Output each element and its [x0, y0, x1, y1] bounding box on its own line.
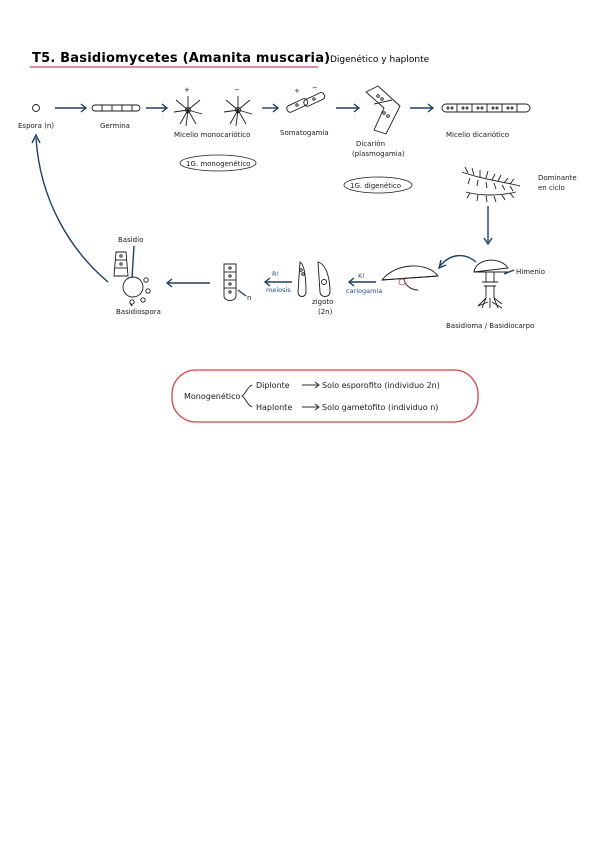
label-micelio-mono: Micelio monocariótico	[174, 131, 250, 139]
label-cariogamia: cariogamia	[346, 287, 382, 295]
hymenium-highlight	[398, 278, 406, 286]
label-zigoto-2n: (2n)	[318, 308, 333, 316]
label-dicarion: Dicarión	[356, 140, 385, 148]
arrow-basidioma-cap	[439, 255, 477, 267]
summary-box	[171, 369, 479, 423]
label-basidiospora: Basidiospora	[116, 308, 161, 316]
page-title: T5. Basidiomycetes (Amanita muscaria)	[32, 51, 330, 66]
pointer-basidio	[131, 245, 135, 279]
dikaryotic-hypha-icon	[441, 103, 531, 113]
arrowhead-basidium-basidiospore	[165, 278, 173, 288]
basidium-spores-icon	[113, 251, 151, 305]
label-basidioma: Basidioma / Basidiocarpo	[446, 322, 534, 330]
summary-haplonte-desc: Solo gametofito (individuo n)	[322, 403, 438, 412]
dominant-mycelium-icon	[461, 166, 521, 203]
spore-icon	[32, 104, 40, 112]
label-dominante-1: Dominante	[538, 174, 577, 182]
pointer-basidiospora	[129, 302, 133, 307]
label-k: K!	[358, 272, 365, 280]
arrowhead-spore-germina	[80, 103, 88, 113]
summary-diplonte-desc: Solo esporofito (individuo 2n)	[322, 381, 440, 390]
summary-monogenetico: Monogenético	[184, 391, 241, 401]
svg-text:+: +	[294, 87, 300, 95]
arrow-return-spore	[35, 137, 109, 283]
label-r: R!	[272, 270, 279, 278]
arrowhead-germina-micelio	[161, 103, 169, 113]
arrowhead-haplonte	[314, 403, 320, 411]
label-espora: Espora (n)	[18, 122, 54, 130]
label-germina: Germina	[100, 122, 130, 130]
label-zigoto: zigoto	[312, 298, 333, 306]
label-meiosis: meiosis	[266, 286, 291, 294]
open-cap-icon	[381, 265, 439, 291]
arrowhead-zigoto-meiosis	[263, 277, 271, 287]
arrowhead-micelio-somatogamia	[272, 103, 280, 113]
summary-haplonte: Haplonte	[256, 403, 292, 412]
summary-diplonte: Diplonte	[256, 381, 290, 390]
pointer-n	[237, 289, 247, 297]
arrow-himenio	[503, 269, 515, 275]
mycelium-plus-icon: +	[173, 86, 203, 127]
arrowhead-basidioma-cap	[437, 259, 447, 270]
label-basidio: Basidio	[118, 236, 143, 244]
somatogamy-icon: + −	[286, 84, 326, 113]
label-plasmogamia: (plasmogamia)	[352, 150, 405, 158]
label-somatogamia: Somatogamia	[280, 129, 329, 137]
arrowhead-diplonte	[314, 381, 320, 389]
label-himenio: Himenio	[516, 268, 545, 276]
dikaryon-icon	[365, 85, 401, 135]
arrowhead-mycelium-basidioma	[483, 237, 493, 246]
germinating-hypha-icon	[91, 104, 141, 112]
summary-brace	[240, 384, 253, 408]
label-micelio-di: Micelio dicariótico	[446, 131, 509, 139]
title-separator: :	[320, 55, 323, 65]
page-subtitle: Digenético y haplonte	[330, 54, 430, 65]
svg-text:−: −	[234, 86, 240, 94]
arrowhead-cap-cariogamia	[347, 277, 355, 287]
meiosis-basidium-icon	[223, 263, 237, 301]
svg-text:+: +	[184, 86, 190, 94]
label-gen-di: 1G. digenético	[350, 182, 401, 190]
label-n: n	[247, 294, 251, 302]
zygote-basidia-icon	[297, 261, 331, 297]
svg-text:−: −	[312, 84, 318, 92]
label-dominante-2: en ciclo	[538, 184, 565, 192]
pill-monogenetico	[179, 154, 257, 172]
arrowhead-dicarion-micelio-di	[427, 103, 435, 113]
pill-digenetico	[343, 176, 413, 194]
basidiocarp-mushroom-icon	[473, 259, 509, 309]
label-gen-mono: 1G. monogenético	[186, 160, 250, 168]
arrowhead-return-spore	[31, 133, 41, 144]
mycelium-minus-icon: −	[223, 86, 253, 127]
arrowhead-somatogamia-dicarion	[353, 103, 361, 113]
